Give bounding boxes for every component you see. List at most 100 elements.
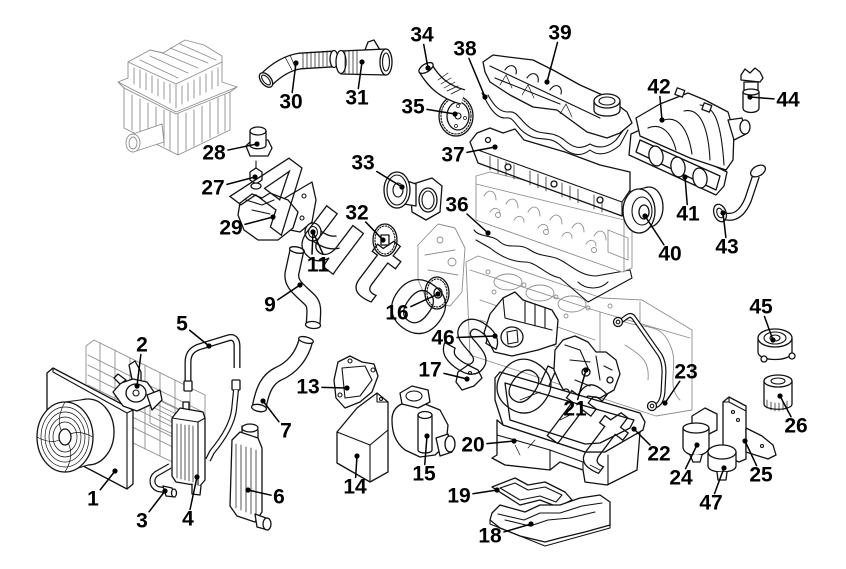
callout-number[interactable]: 14	[343, 476, 367, 499]
callout-9[interactable]: 9	[264, 282, 303, 317]
callout-number[interactable]: 27	[201, 177, 224, 200]
callout-number[interactable]: 47	[699, 492, 722, 515]
callout-number[interactable]: 31	[345, 87, 369, 110]
callout-number[interactable]: 43	[715, 236, 738, 259]
callout-25[interactable]: 25	[742, 438, 773, 487]
callout-number[interactable]: 13	[296, 376, 319, 399]
callout-number[interactable]: 15	[412, 463, 436, 486]
leader-line	[466, 213, 489, 234]
callout-number[interactable]: 40	[658, 243, 681, 266]
callout-number[interactable]: 6	[273, 486, 285, 509]
callout-21[interactable]: 21	[563, 367, 589, 421]
callout-45[interactable]: 45	[749, 296, 776, 343]
callout-number[interactable]: 3	[136, 510, 148, 533]
callout-7[interactable]: 7	[260, 398, 292, 443]
callout-33[interactable]: 33	[351, 152, 405, 190]
callout-43[interactable]: 43	[715, 210, 739, 259]
callout-number[interactable]: 25	[749, 464, 773, 487]
callout-number[interactable]: 1	[87, 488, 99, 511]
callout-3[interactable]: 3	[136, 488, 168, 533]
leader-dot	[770, 337, 776, 343]
callout-42[interactable]: 42	[647, 76, 671, 123]
callout-39[interactable]: 39	[544, 22, 572, 85]
leader-line	[262, 400, 280, 423]
callout-number[interactable]: 5	[176, 313, 188, 336]
callout-15[interactable]: 15	[412, 433, 436, 486]
callout-number[interactable]: 45	[749, 296, 773, 319]
callout-19[interactable]: 19	[447, 485, 500, 508]
callout-number[interactable]: 30	[279, 91, 302, 114]
callout-20[interactable]: 20	[461, 434, 517, 457]
leader-line	[664, 380, 681, 404]
callout-number[interactable]: 32	[345, 202, 368, 225]
callout-32[interactable]: 32	[345, 202, 386, 243]
callout-5[interactable]: 5	[176, 313, 212, 349]
callout-number[interactable]: 38	[453, 38, 477, 61]
callout-number[interactable]: 22	[647, 443, 670, 466]
leader-line	[486, 440, 515, 445]
callout-13[interactable]: 13	[296, 376, 350, 399]
callout-number[interactable]: 16	[385, 302, 408, 325]
callout-37[interactable]: 37	[441, 144, 498, 167]
callout-number[interactable]: 24	[669, 467, 693, 490]
callout-number[interactable]: 26	[784, 415, 807, 438]
callout-number[interactable]: 42	[647, 76, 670, 99]
callout-30[interactable]: 30	[279, 60, 303, 114]
callout-number[interactable]: 44	[776, 89, 800, 112]
callout-number[interactable]: 23	[674, 361, 697, 384]
callout-11[interactable]: 11	[307, 229, 330, 277]
callout-number[interactable]: 21	[563, 398, 587, 421]
callout-46[interactable]: 46	[431, 327, 498, 350]
callout-number[interactable]: 35	[401, 96, 425, 119]
callout-36[interactable]: 36	[445, 194, 491, 236]
callout-18[interactable]: 18	[478, 521, 534, 548]
callout-number[interactable]: 7	[280, 420, 292, 443]
leader-dot	[245, 487, 251, 493]
callout-47[interactable]: 47	[699, 465, 727, 515]
callout-number[interactable]: 29	[219, 217, 242, 240]
callout-24[interactable]: 24	[669, 442, 700, 490]
callout-number[interactable]: 41	[676, 203, 700, 226]
leader-dot	[310, 229, 316, 235]
callout-number[interactable]: 39	[548, 22, 571, 45]
callout-34[interactable]: 34	[410, 24, 434, 71]
callout-number[interactable]: 19	[447, 485, 470, 508]
callout-44[interactable]: 44	[747, 89, 800, 112]
callout-14[interactable]: 14	[343, 453, 367, 499]
callout-number[interactable]: 36	[445, 194, 468, 217]
part-46-oil-pump	[483, 291, 559, 357]
callout-number[interactable]: 2	[136, 334, 148, 357]
callout-number[interactable]: 18	[478, 525, 502, 548]
callout-16[interactable]: 16	[385, 291, 441, 325]
callout-22[interactable]: 22	[631, 426, 671, 466]
callout-23[interactable]: 23	[662, 361, 698, 406]
callout-number[interactable]: 34	[410, 24, 434, 47]
callout-1[interactable]: 1	[87, 468, 118, 511]
callout-35[interactable]: 35	[401, 96, 458, 119]
callout-number[interactable]: 28	[202, 142, 226, 165]
callout-number[interactable]: 11	[307, 254, 330, 277]
callout-number[interactable]: 37	[441, 144, 464, 167]
part-30-intake-hose	[258, 49, 339, 88]
callout-31[interactable]: 31	[345, 59, 369, 110]
callout-6[interactable]: 6	[245, 486, 285, 509]
callout-number[interactable]: 46	[431, 327, 454, 350]
leader-line	[321, 386, 348, 389]
callout-26[interactable]: 26	[777, 393, 808, 438]
callout-number[interactable]: 17	[418, 359, 441, 382]
callout-number[interactable]: 4	[182, 508, 194, 531]
callout-number[interactable]: 9	[264, 294, 276, 317]
callout-number[interactable]: 20	[461, 434, 484, 457]
callout-38[interactable]: 38	[453, 38, 488, 100]
leader-dot	[721, 465, 727, 471]
callout-17[interactable]: 17	[418, 359, 470, 382]
callout-29[interactable]: 29	[219, 214, 276, 240]
callout-27[interactable]: 27	[201, 174, 258, 200]
callout-4[interactable]: 4	[182, 474, 200, 531]
callout-28[interactable]: 28	[202, 141, 260, 165]
callout-2[interactable]: 2	[134, 334, 148, 389]
callout-40[interactable]: 40	[642, 213, 682, 266]
callout-41[interactable]: 41	[676, 174, 700, 226]
callout-number[interactable]: 33	[351, 152, 374, 175]
reference-air-filter-housing	[117, 39, 238, 156]
